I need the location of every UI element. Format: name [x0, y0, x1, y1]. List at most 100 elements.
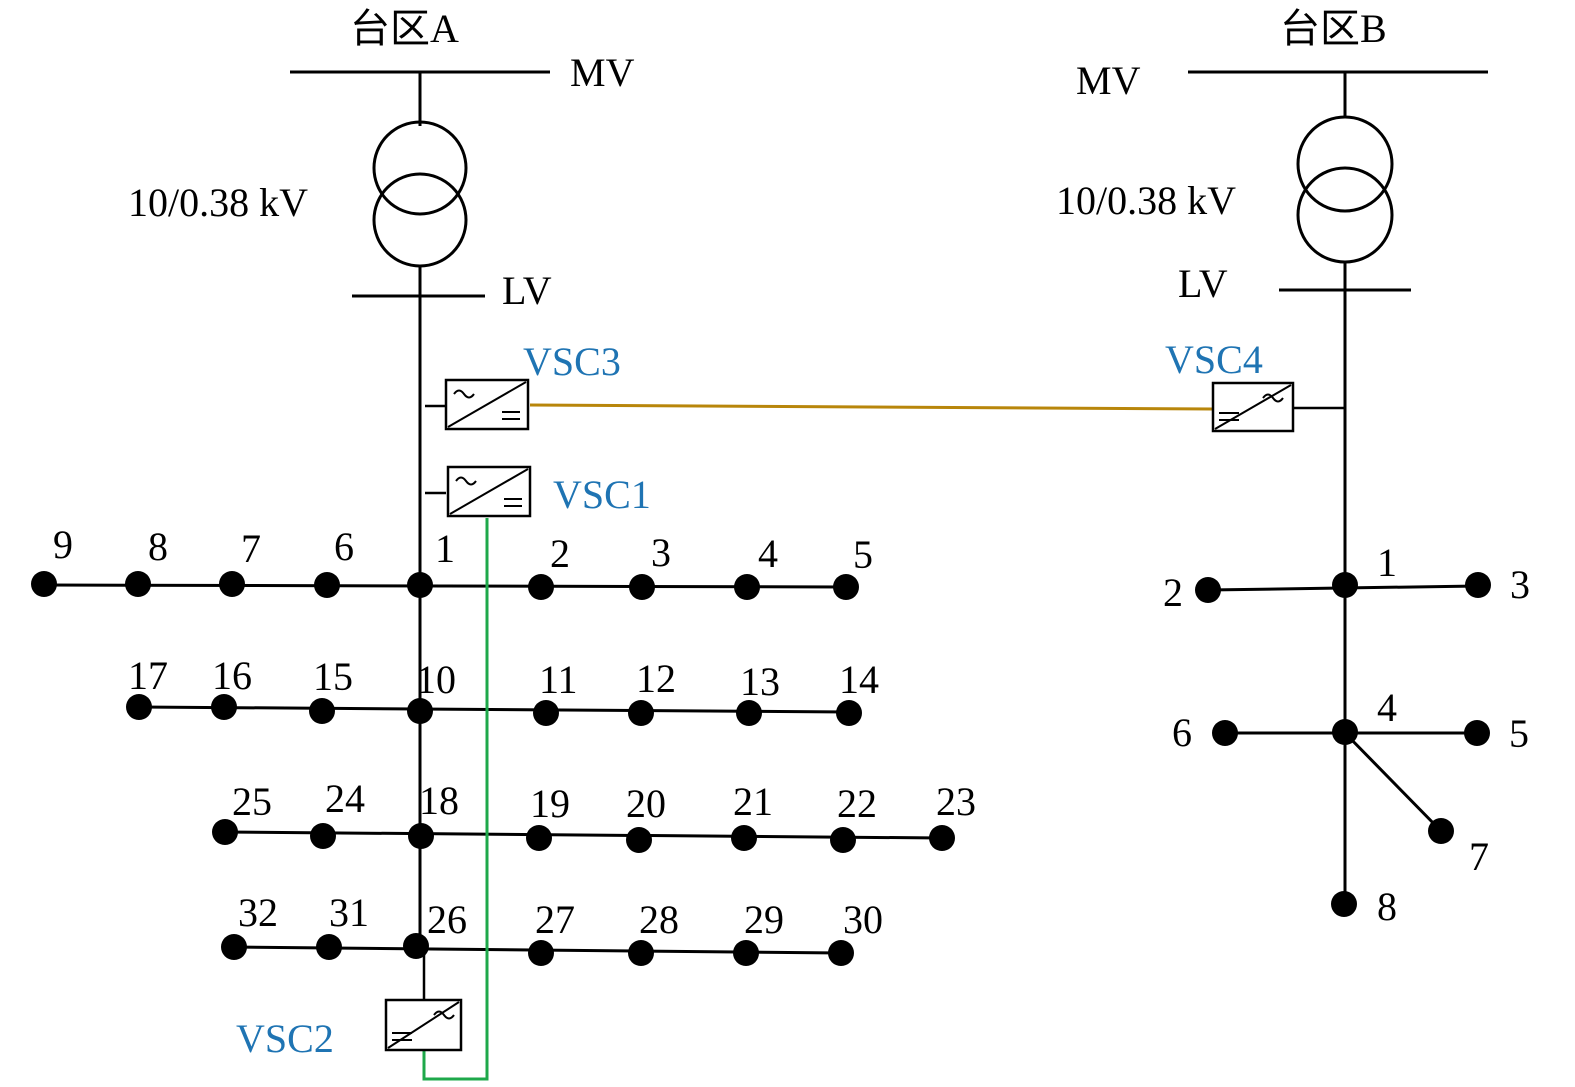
area-a-branch-1: [43, 583, 847, 589]
area-a-node-label-30: 30: [843, 897, 883, 942]
area-a-nodes: [31, 571, 955, 966]
vsc4-converter-icon: [1211, 381, 1295, 433]
area-a-mv-label: MV: [570, 50, 635, 95]
area-b-node-7: [1428, 818, 1454, 844]
area-a-node-label-12: 12: [636, 656, 676, 701]
area-a-node-14: [836, 700, 862, 726]
area-a-node-label-21: 21: [733, 779, 773, 824]
area-a-node-label-13: 13: [740, 659, 780, 704]
area-a-node-2: [528, 574, 554, 600]
area-a: 台区A MV 10/0.38 kV LV: [31, 6, 976, 1000]
area-a-node-label-26: 26: [427, 897, 467, 942]
area-a-node-label-32: 32: [238, 890, 278, 935]
area-b-node-label-2: 2: [1163, 570, 1183, 615]
vsc3-converter-icon: [444, 378, 530, 431]
area-a-node-12: [628, 700, 654, 726]
area-a-node-label-31: 31: [329, 890, 369, 935]
area-a-branch-18: [224, 830, 943, 840]
vsc3-label: VSC3: [523, 339, 621, 384]
area-b-node-label-5: 5: [1509, 711, 1529, 756]
vsc1-label: VSC1: [553, 472, 651, 517]
area-a-node-21: [731, 825, 757, 851]
vsc2-converter-icon: [384, 998, 463, 1052]
vsc4-label: VSC4: [1165, 337, 1263, 382]
area-b-node-2: [1195, 577, 1221, 603]
area-a-node-label-22: 22: [837, 781, 877, 826]
area-a-node-19: [526, 825, 552, 851]
area-a-node-label-4: 4: [758, 531, 778, 576]
area-a-node-11: [533, 700, 559, 726]
area-a-node-label-28: 28: [639, 897, 679, 942]
area-a-node-label-10: 10: [416, 657, 456, 702]
area-a-node-label-6: 6: [334, 524, 354, 569]
area-a-node-27: [528, 940, 554, 966]
area-a-node-4: [734, 574, 760, 600]
area-b-node-6: [1212, 720, 1238, 746]
dc-link-vsc3-vsc4: [529, 403, 1214, 411]
area-a-node-28: [628, 940, 654, 966]
area-b-node-8: [1331, 891, 1357, 917]
area-b-nodes: [1195, 572, 1491, 917]
area-b-node-label-3: 3: [1510, 562, 1530, 607]
area-a-node-label-18: 18: [419, 778, 459, 823]
area-b-node-1: [1332, 572, 1358, 598]
area-b-mv-label: MV: [1076, 58, 1141, 103]
area-a-node-7: [219, 571, 245, 597]
area-a-node-label-9: 9: [53, 522, 73, 567]
area-a-node-23: [929, 825, 955, 851]
area-a-node-label-27: 27: [535, 897, 575, 942]
area-a-node-26: [403, 933, 429, 959]
area-a-node-label-5: 5: [853, 532, 873, 577]
area-a-lv-label: LV: [502, 268, 552, 313]
area-a-node-label-2: 2: [550, 531, 570, 576]
area-a-node-20: [626, 827, 652, 853]
area-b-node-5: [1464, 720, 1490, 746]
area-a-node-5: [833, 574, 859, 600]
area-b-node-3: [1465, 572, 1491, 598]
area-a-transformer-rating: 10/0.38 kV: [128, 180, 308, 225]
area-b-node-label-6: 6: [1172, 710, 1192, 755]
area-b-lv-label: LV: [1178, 261, 1228, 306]
area-a-node-label-1: 1: [435, 526, 455, 571]
area-a-node-label-23: 23: [936, 779, 976, 824]
area-b-node-label-8: 8: [1377, 884, 1397, 929]
vsc2-label: VSC2: [236, 1016, 334, 1061]
area-a-node-13: [736, 700, 762, 726]
area-a-node-label-14: 14: [839, 657, 879, 702]
area-a-node-label-24: 24: [325, 776, 365, 821]
area-b: 台区B MV 10/0.38 kV LV 1 2 3: [1056, 6, 1530, 929]
area-a-node-25: [212, 819, 238, 845]
area-a-node-3: [629, 574, 655, 600]
area-a-node-label-15: 15: [313, 654, 353, 699]
area-a-node-9: [31, 571, 57, 597]
area-a-node-22: [830, 827, 856, 853]
area-b-node-label-7: 7: [1469, 834, 1489, 879]
area-a-title: 台区A: [350, 6, 459, 51]
area-a-node-17: [126, 694, 152, 720]
area-a-node-24: [310, 823, 336, 849]
area-b-node-label-4: 4: [1377, 685, 1397, 730]
area-a-node-6: [314, 572, 340, 598]
area-a-node-label-11: 11: [539, 657, 578, 702]
area-b-branch-4-7: [1343, 731, 1443, 833]
area-a-node-10: [407, 698, 433, 724]
area-a-node-label-3: 3: [651, 530, 671, 575]
area-a-node-label-25: 25: [232, 779, 272, 824]
area-a-node-label-19: 19: [530, 781, 570, 826]
area-a-node-29: [733, 940, 759, 966]
area-b-node-labels: 1 2 3 4 5 6 7 8: [1163, 540, 1530, 929]
area-a-node-16: [211, 694, 237, 720]
area-b-transformer-rating: 10/0.38 kV: [1056, 178, 1236, 223]
area-a-node-18: [408, 823, 434, 849]
area-a-node-labels: 1 2 3 4 5 6 7 8 9 10 11 12 13 14 15 16 1…: [53, 522, 976, 942]
area-a-node-31: [316, 934, 342, 960]
area-a-node-32: [221, 934, 247, 960]
area-b-title: 台区B: [1280, 6, 1387, 51]
area-a-node-label-8: 8: [148, 524, 168, 569]
area-a-node-1: [407, 572, 433, 598]
area-a-node-8: [125, 571, 151, 597]
area-a-branch-10: [138, 705, 850, 714]
area-b-node-4: [1332, 719, 1358, 745]
area-a-node-label-17: 17: [128, 653, 168, 698]
